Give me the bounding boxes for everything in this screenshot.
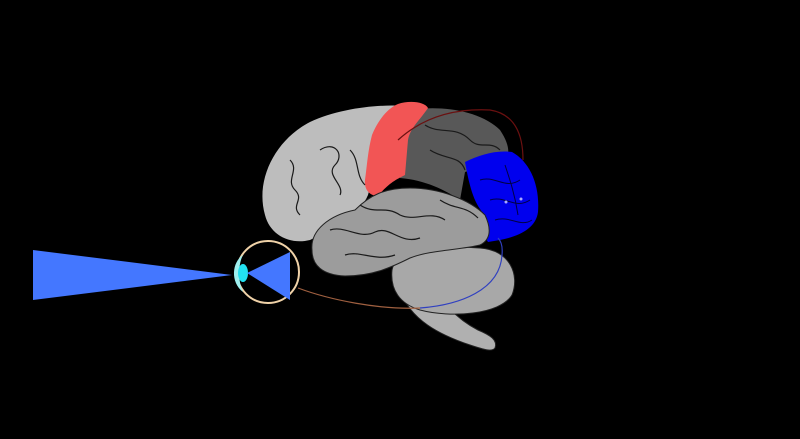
motor-pathway xyxy=(397,109,524,161)
visual-field-cone xyxy=(33,250,232,300)
parietal-lobe xyxy=(400,108,509,200)
optic-pathway-front xyxy=(297,287,421,309)
lens xyxy=(238,264,248,282)
motor-cortex-strip xyxy=(364,101,428,196)
optic-pathway-back xyxy=(419,237,503,309)
occipital-dot xyxy=(519,197,523,201)
eye xyxy=(233,240,300,304)
occipital-dot xyxy=(504,200,508,204)
retinal-image-cone xyxy=(247,252,290,300)
frontal-lobe xyxy=(262,105,405,242)
occipital-sulci xyxy=(479,164,533,224)
sulci-lines xyxy=(289,124,501,258)
